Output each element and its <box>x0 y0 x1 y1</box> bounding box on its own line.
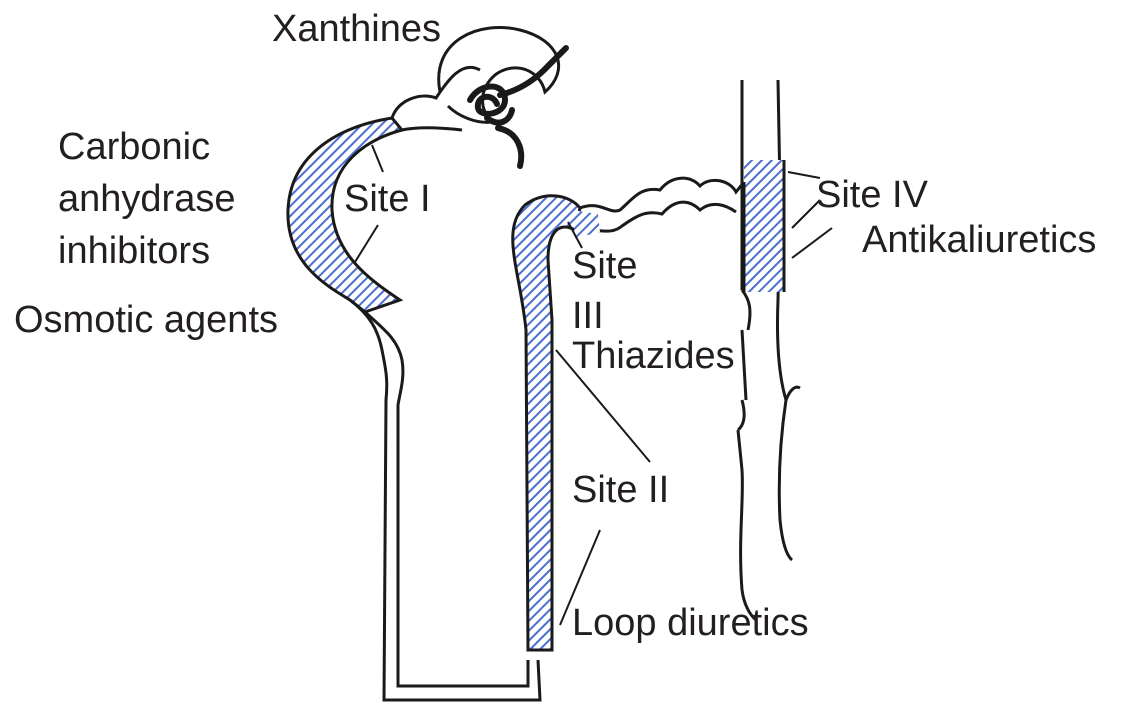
distal-tubule <box>580 178 744 211</box>
tubule-neck <box>392 67 480 130</box>
label-carbonic-3: inhibitors <box>58 229 210 273</box>
label-loop-diuretics: Loop diuretics <box>572 601 809 645</box>
label-thiazides: Thiazides <box>572 334 735 378</box>
label-site-iv: Site IV <box>816 173 928 217</box>
descending-limb <box>350 300 540 700</box>
label-site-iii-2: III <box>572 294 604 338</box>
label-xanthines: Xanthines <box>272 7 441 51</box>
distal-hatch <box>572 210 600 238</box>
thick-ascending-limb <box>513 196 580 650</box>
label-site-i: Site I <box>344 177 431 221</box>
collecting-duct-branches <box>738 290 800 620</box>
label-carbonic-2: anhydrase <box>58 177 235 221</box>
collecting-duct-left <box>738 80 746 590</box>
label-carbonic-1: Carbonic <box>58 125 210 169</box>
label-osmotic: Osmotic agents <box>14 298 278 342</box>
site-iv-region <box>744 160 784 292</box>
label-antikaliuretics: Antikaliuretics <box>862 218 1096 262</box>
label-site-ii: Site II <box>572 468 669 512</box>
descending-limb-inner <box>365 312 528 686</box>
collecting-duct-right <box>777 80 792 560</box>
label-site-iii-1: Site <box>572 244 637 288</box>
